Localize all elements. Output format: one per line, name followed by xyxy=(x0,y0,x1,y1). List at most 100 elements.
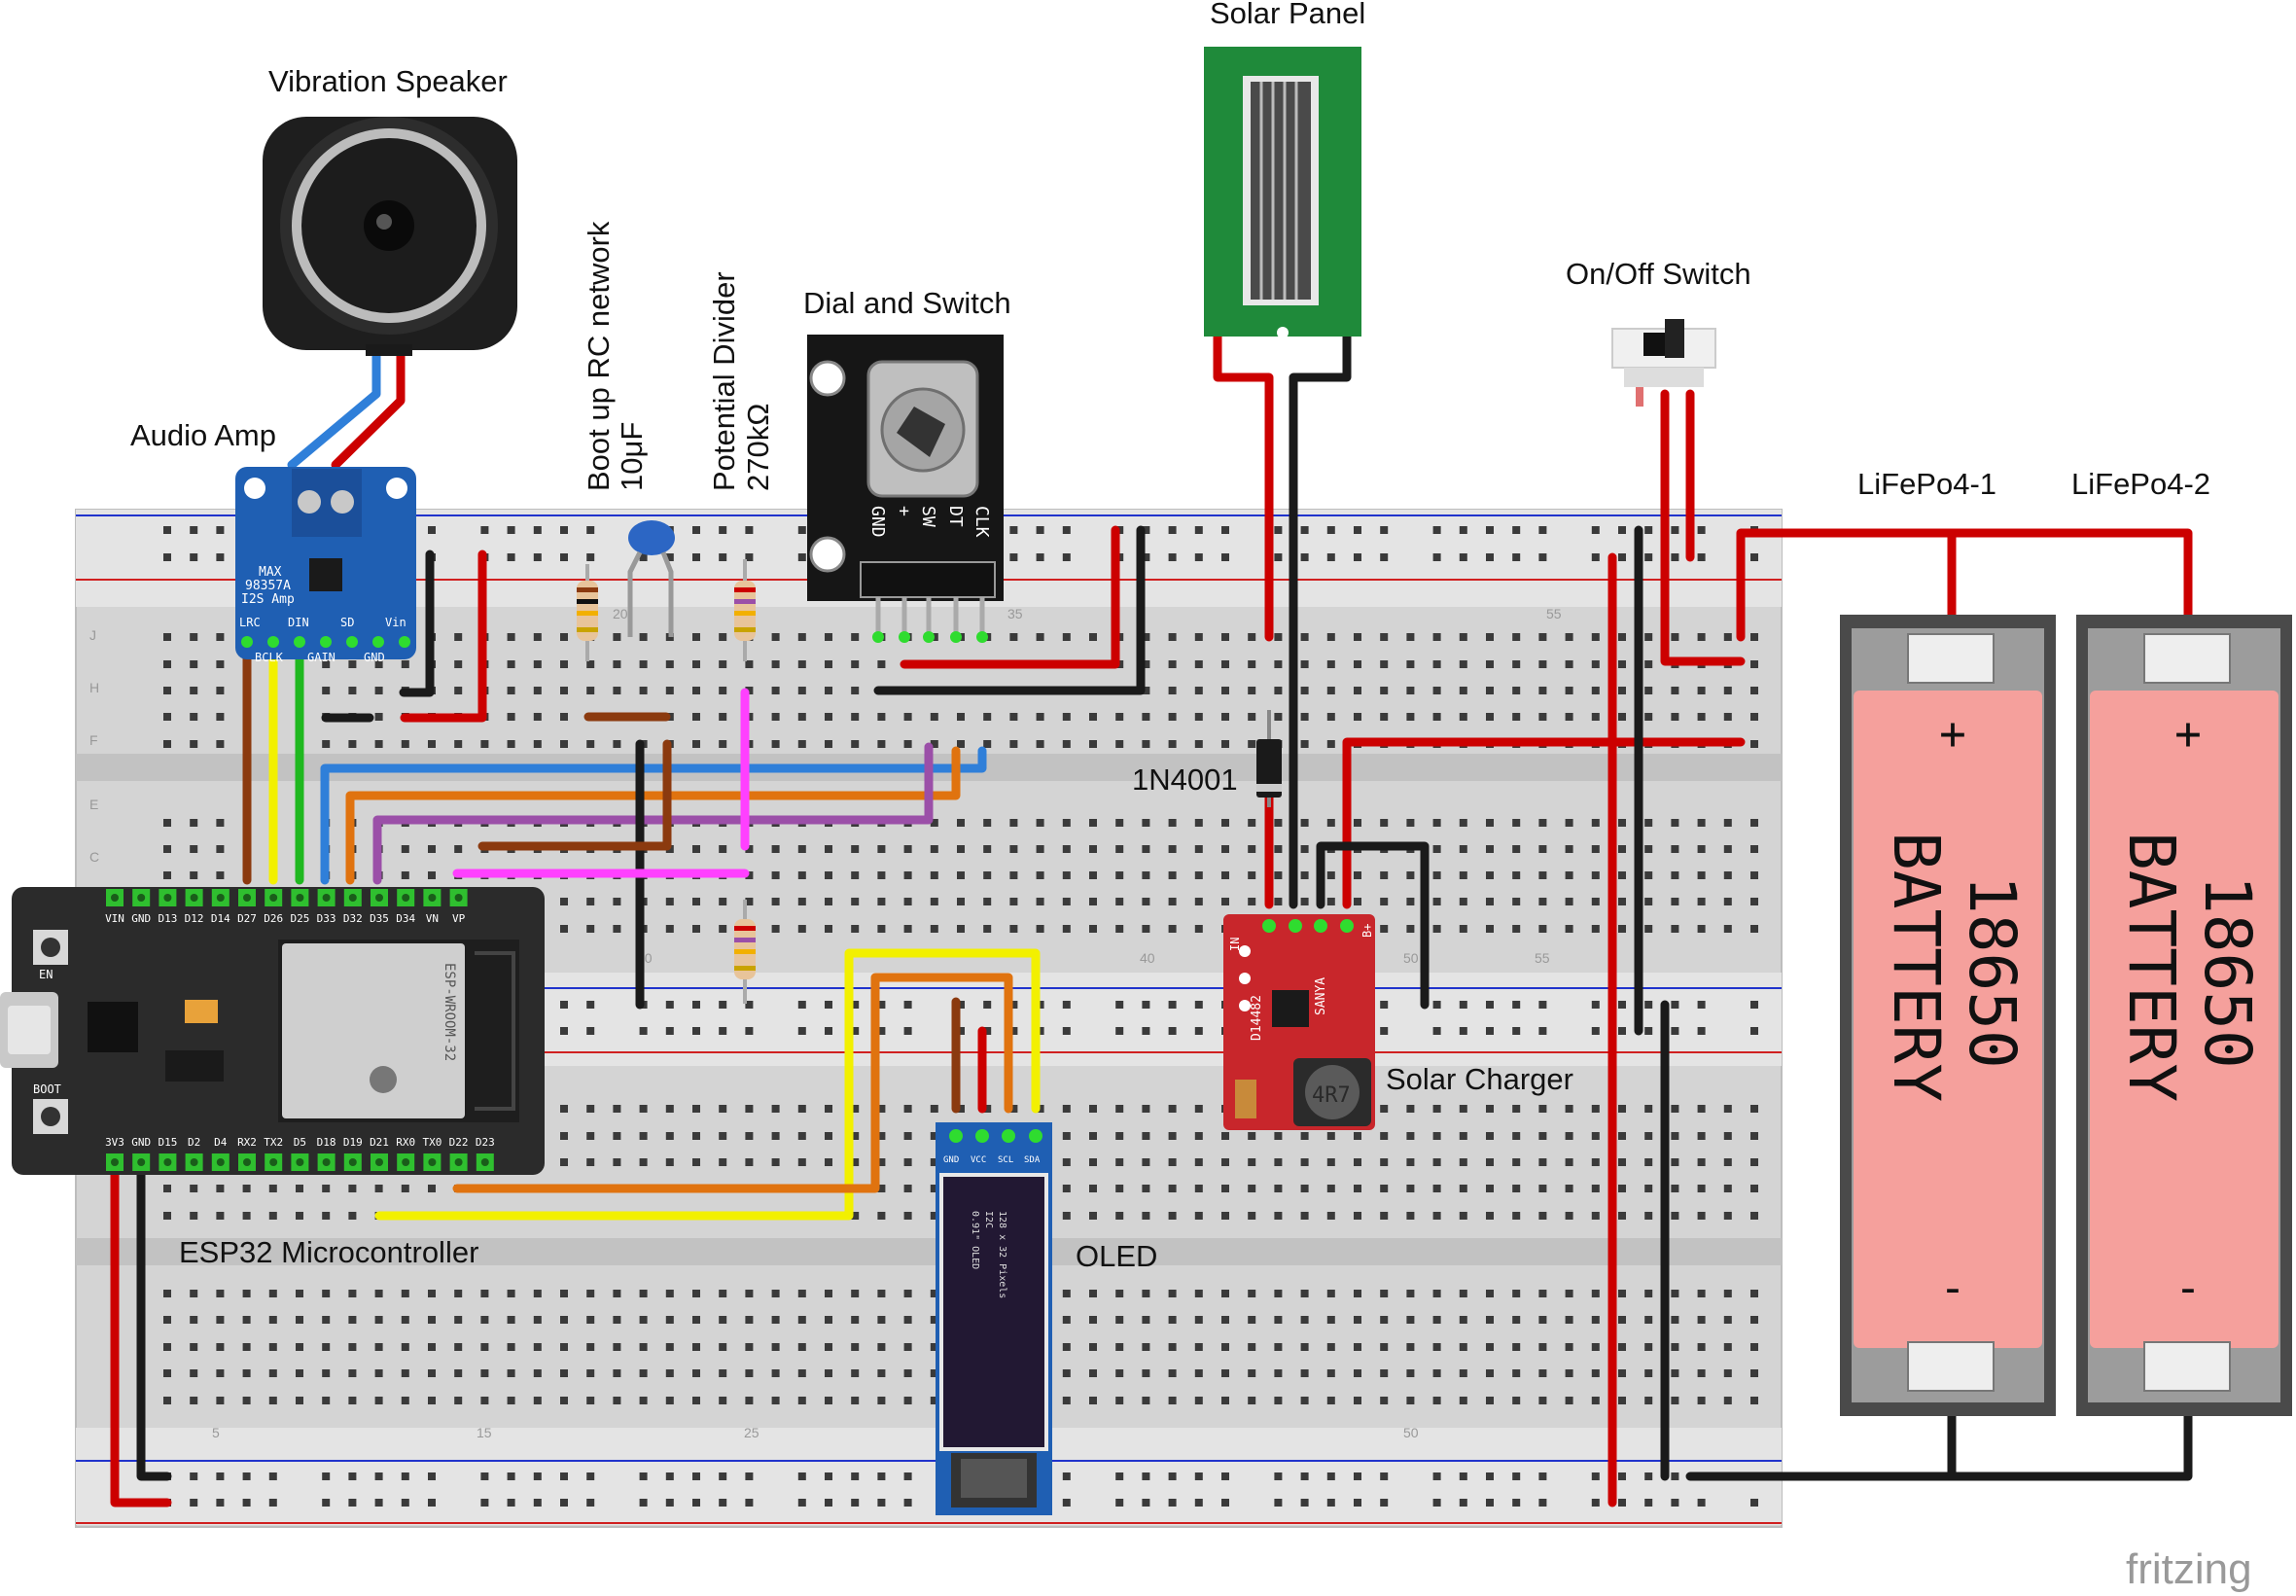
wire-amp-gnd xyxy=(399,550,435,697)
wire-oled-scl xyxy=(452,973,1013,1193)
wire-encoder-orange xyxy=(345,746,961,885)
esp32-top-pin-label: VIN xyxy=(105,912,124,925)
esp32-bottom-pin-label: TX2 xyxy=(264,1136,283,1149)
amp-pin-gain: GAIN xyxy=(307,651,336,664)
charger-brand: SANYA xyxy=(1314,977,1328,1015)
on-off-switch xyxy=(1611,319,1716,407)
esp32-top-pin-label: D14 xyxy=(211,912,230,925)
oled-pin-scl: SCL xyxy=(998,1155,1013,1165)
esp32-bottom-pin-label: 3V3 xyxy=(105,1136,124,1149)
esp32-top-pin-label: VN xyxy=(426,912,439,925)
component-labels: Vibration Speaker Audio Amp Boot up RC n… xyxy=(130,0,2252,1593)
encoder-pin-label: DT xyxy=(945,506,966,527)
battery-1: + - 18650 BATTERY xyxy=(1840,615,2056,1416)
amp-chip-text-2: 98357A xyxy=(245,579,291,593)
battery-2-type: 18650 xyxy=(2190,875,2265,1069)
amp-pin-lrc: LRC xyxy=(239,616,261,629)
esp32-bottom-pin-label: GND xyxy=(131,1136,151,1149)
row-letter-j: J xyxy=(89,627,96,643)
label-esp32: ESP32 Microcontroller xyxy=(179,1235,478,1269)
esp32-top-pin-label: D32 xyxy=(343,912,363,925)
diode-1n4001 xyxy=(1256,710,1282,807)
encoder-pin-label: CLK xyxy=(971,506,992,538)
oled-display: GND VCC SCL SDA 0.91" OLED I2C 128 x 32 … xyxy=(936,1122,1052,1515)
esp32-bottom-pin-label: D23 xyxy=(476,1136,495,1149)
wire-esp-3v3 xyxy=(110,1162,172,1507)
wire-encoder-purple xyxy=(372,742,934,885)
fritzing-logo: fritzing xyxy=(2126,1545,2252,1593)
wire-switch-1 xyxy=(1660,389,1746,666)
esp32-top-pin-label: D33 xyxy=(317,912,336,925)
battery-1-type: 18650 xyxy=(1955,875,2030,1069)
charger-pin-in: IN xyxy=(1228,938,1242,951)
oled-pin-vcc: VCC xyxy=(971,1155,986,1165)
esp32-bottom-pin-label: D18 xyxy=(317,1136,336,1149)
battery-2: + - 18650 BATTERY xyxy=(2076,615,2292,1416)
battery-1-minus: - xyxy=(1939,1261,1966,1314)
wire-batt-pos-1 xyxy=(1736,528,1957,642)
esp32-bottom-pin-label: D4 xyxy=(214,1136,228,1149)
resistor-rc xyxy=(577,564,598,661)
col-num-5: 5 xyxy=(212,1425,220,1440)
col-num-25: 25 xyxy=(744,1425,759,1440)
solar-charger-board: IN B+ D14482 SANYA 4R7 xyxy=(1223,914,1375,1130)
col-num-35: 35 xyxy=(1007,606,1023,621)
wire-amp-vin xyxy=(400,550,487,723)
wire-charger-gnd xyxy=(1316,841,1430,1010)
vibration-speaker xyxy=(263,117,517,356)
col-num-55b: 55 xyxy=(1535,950,1550,966)
row-letter-h: H xyxy=(89,680,99,695)
oled-pin-gnd: GND xyxy=(943,1155,959,1165)
esp32-bottom-pin-label: TX0 xyxy=(422,1136,442,1149)
esp32-top-pin-label: D12 xyxy=(185,912,204,925)
encoder-pin-label: GND xyxy=(867,506,888,538)
wire-encoder-red xyxy=(900,525,1120,669)
label-rc-network-2: 10μF xyxy=(615,422,649,491)
label-divider-1: Potential Divider xyxy=(707,271,741,491)
battery-1-label: BATTERY xyxy=(1879,832,1954,1102)
col-num-20: 20 xyxy=(613,606,628,621)
wire-encoder-black xyxy=(873,525,1146,695)
wire-encoder-blue xyxy=(320,746,987,885)
row-letter-f: F xyxy=(89,732,98,748)
oled-text-3: 128 x 32 Pixels xyxy=(997,1211,1007,1298)
wire-speaker-red xyxy=(331,347,406,470)
label-oled: OLED xyxy=(1076,1239,1157,1273)
battery-2-plus: + xyxy=(2174,707,2202,760)
resistor-divider-bottom xyxy=(734,900,756,1004)
oled-pin-sda: SDA xyxy=(1024,1155,1041,1165)
oled-text-1: 0.91" OLED xyxy=(970,1211,980,1269)
charger-inductor: 4R7 xyxy=(1312,1083,1351,1108)
solar-panel xyxy=(1204,47,1361,338)
esp32-top-pin-label: D34 xyxy=(396,912,415,925)
esp32-top-pin-label: GND xyxy=(131,912,151,925)
amp-pin-vin: Vin xyxy=(385,616,406,629)
wire-esp-gnd xyxy=(136,1162,172,1481)
battery-2-minus: - xyxy=(2174,1261,2202,1314)
wire-rc-brown2 xyxy=(477,739,672,851)
esp32-bottom-pin-label: D19 xyxy=(343,1136,363,1149)
label-battery-1: LiFePo4-1 xyxy=(1857,467,1996,501)
wire-batt-pos-2 xyxy=(1947,528,2193,639)
amp-chip-text-3: I2S Amp xyxy=(241,592,295,607)
oled-text-2: I2C xyxy=(983,1211,994,1228)
col-num-55: 55 xyxy=(1546,606,1562,621)
encoder-pin-label: + xyxy=(894,506,914,516)
label-diode: 1N4001 xyxy=(1132,763,1238,797)
label-dial-switch: Dial and Switch xyxy=(803,286,1011,320)
encoder-pin-label: SW xyxy=(918,506,938,527)
esp32-top-pin-label: D27 xyxy=(237,912,257,925)
esp32-top-pin-label: D25 xyxy=(290,912,309,925)
col-num-50: 50 xyxy=(1403,950,1419,966)
esp32-en-label: EN xyxy=(39,968,53,981)
esp32-bottom-pin-label: D21 xyxy=(370,1136,389,1149)
amp-pin-din: DIN xyxy=(288,616,309,629)
amp-pin-bclk: BCLK xyxy=(255,651,284,664)
esp32-top-pin-label: D13 xyxy=(158,912,177,925)
col-num-50b: 50 xyxy=(1403,1425,1419,1440)
esp32-bottom-pin-label: D5 xyxy=(294,1136,306,1149)
label-solar-panel: Solar Panel xyxy=(1210,0,1365,30)
